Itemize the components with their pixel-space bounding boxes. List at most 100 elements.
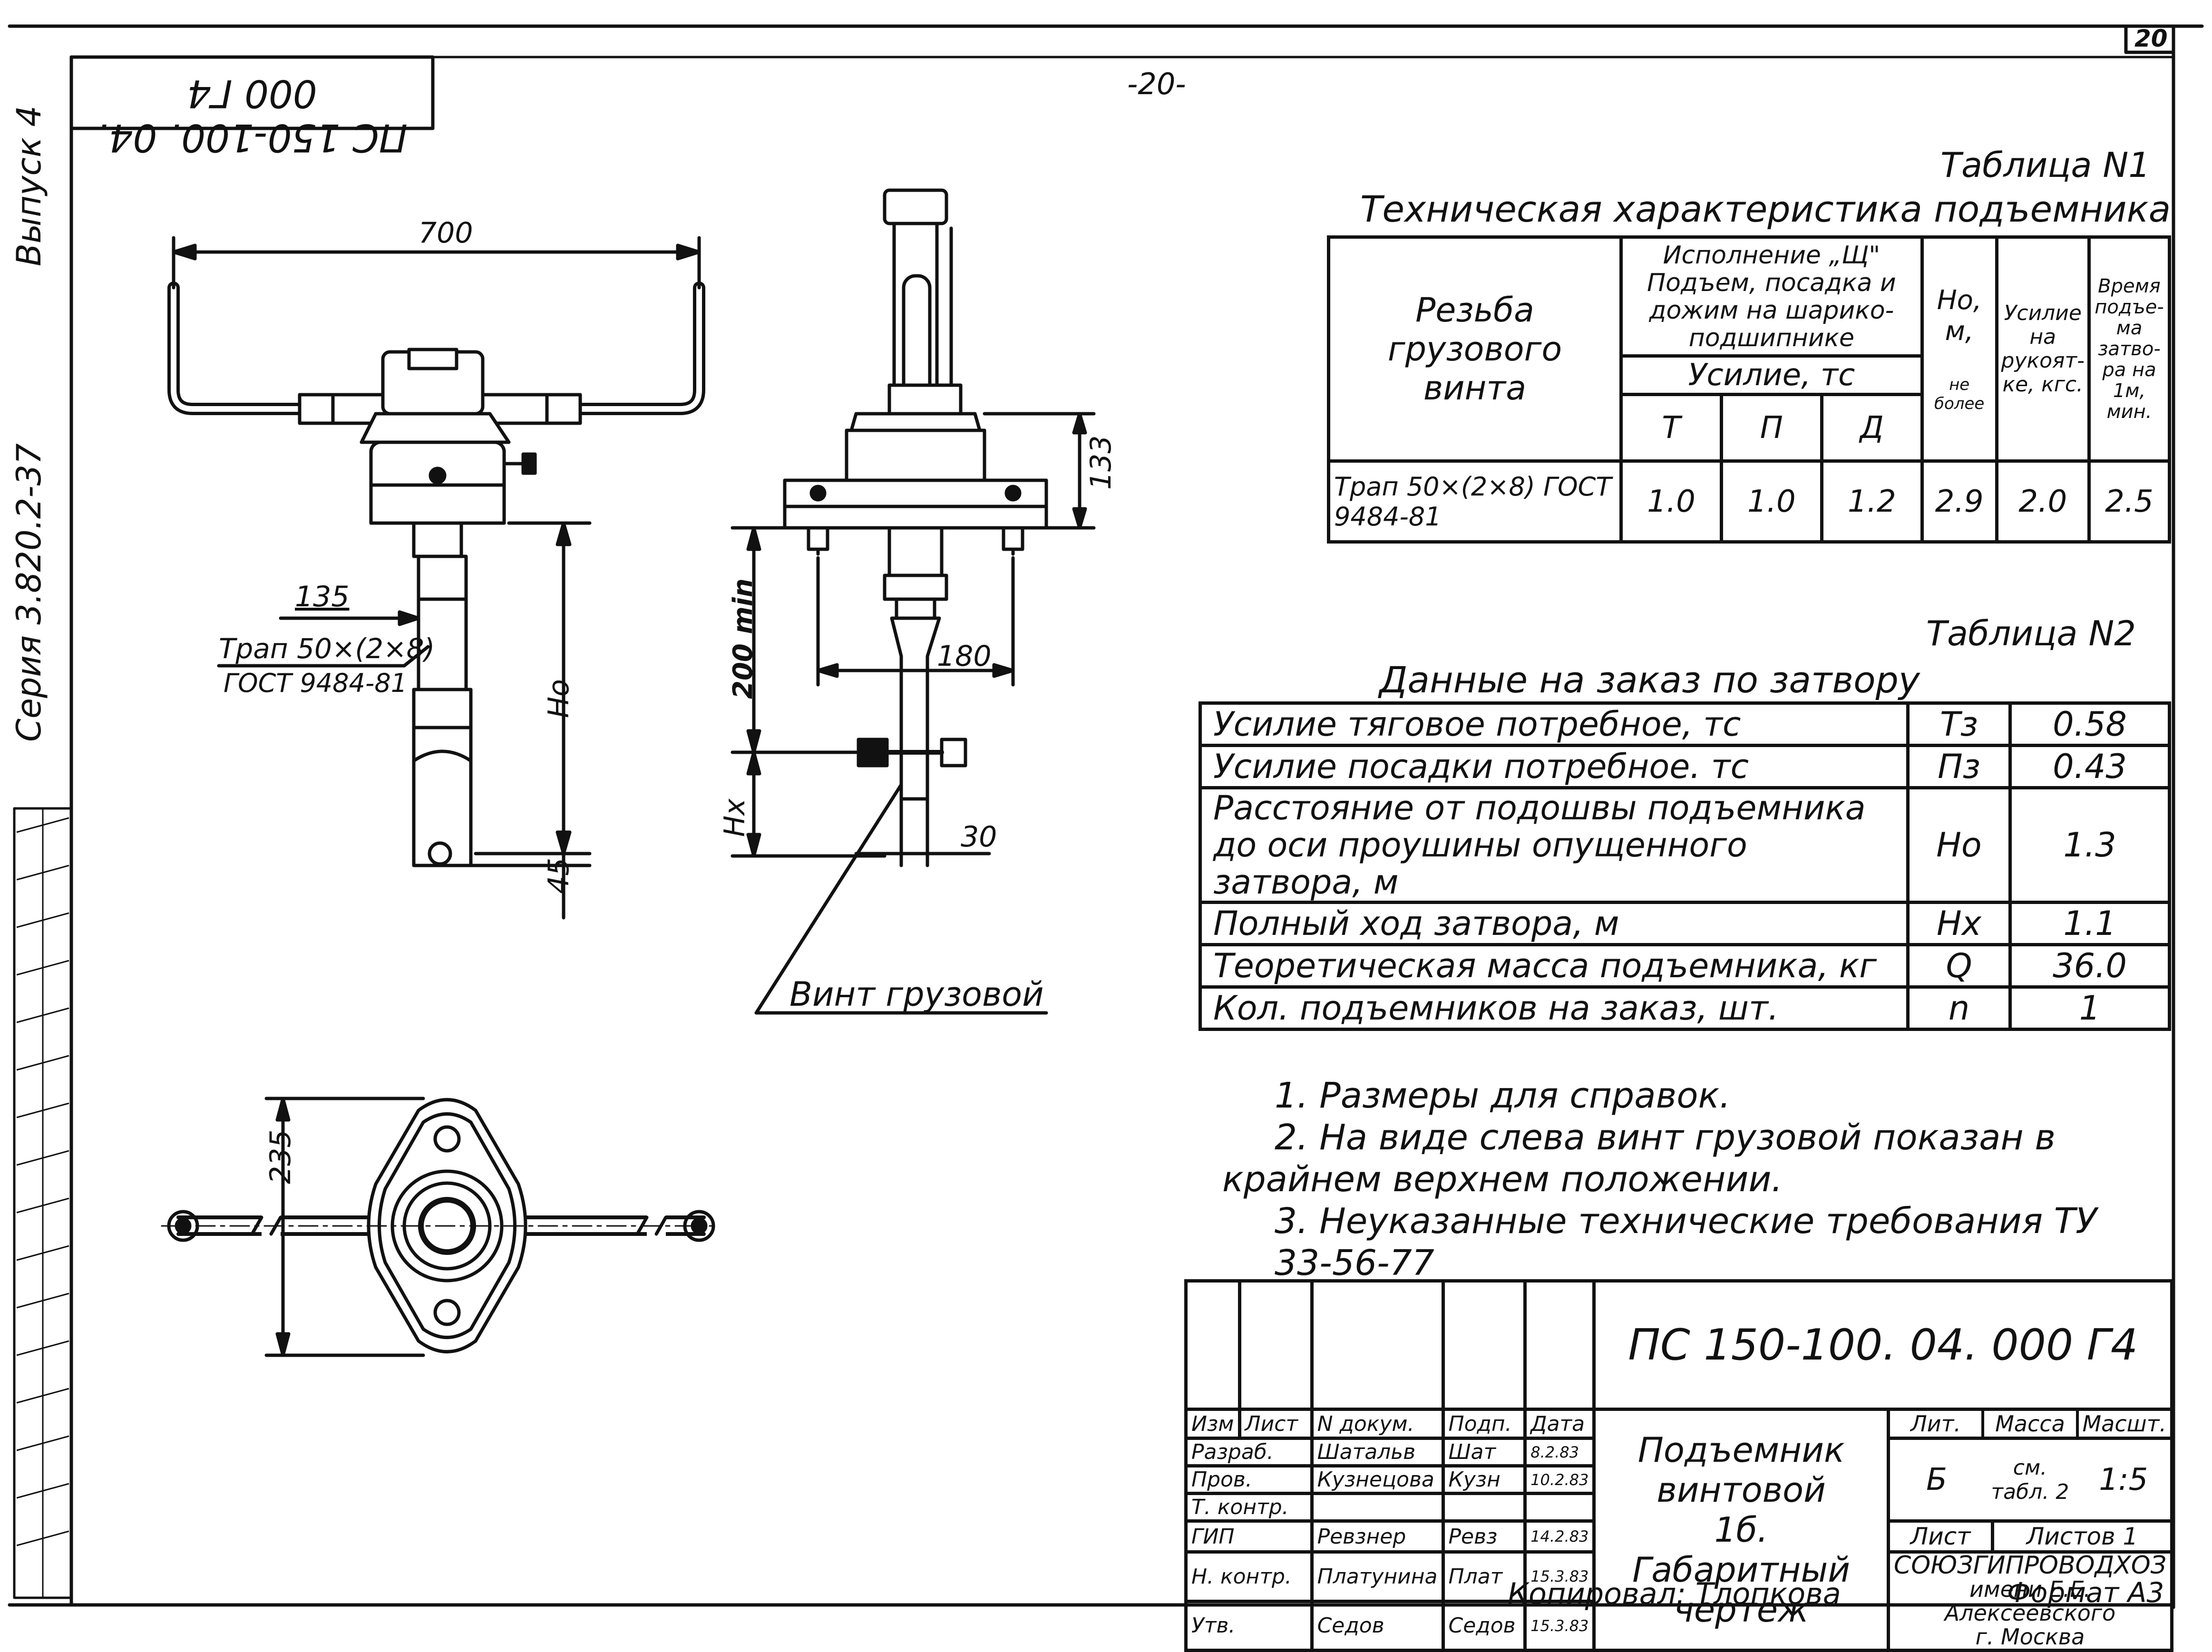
stamp-date: 8.2.83 [1523, 1437, 1596, 1467]
stamp-person: Седов [1310, 1599, 1445, 1652]
stamp-scale-label: Масшт. [2082, 1411, 2167, 1437]
stamp-h-list: Лист [1238, 1408, 1314, 1440]
stamp-role: Разраб. [1184, 1437, 1314, 1467]
t1-head-Ho: Но, м, не более [1920, 235, 1998, 463]
stamp-blank [1441, 1279, 1527, 1411]
stamp-scale-value: 1:5 [2099, 1462, 2148, 1497]
copied-by: Копировал: Тлопкова [1508, 1576, 1841, 1611]
drawing-sheet [8, 24, 2204, 1609]
stamp-role: Т. контр. [1184, 1492, 1314, 1523]
stamp-lit-mass-scale: Лит. Масса Масшт. [1886, 1408, 2174, 1440]
notes: 1. Размеры для справок. 2. На виде слева… [1222, 1075, 2126, 1284]
t2-row-val: 36.0 [2008, 943, 2171, 989]
table2-caption: Таблица N2 [1926, 613, 2136, 653]
stamp-org-1: СОЮЗГИПРОВОДХОЗ [1893, 1551, 2166, 1580]
stamp-sign: Кузн [1441, 1464, 1527, 1495]
stamp-date: 14.2.83 [1523, 1519, 1596, 1554]
t1-thread: Трап 50×(2×8) ГОСТ 9484-81 [1327, 459, 1623, 544]
t1-D: 1.2 [1820, 459, 1924, 544]
dim-Hx: Нх [718, 798, 751, 837]
title-block: ПС 150-100. 04. 000 Г4 Изм Лист N докум.… [1184, 1279, 2174, 1652]
dim-235: 235 [264, 1129, 297, 1184]
stamp-date [1523, 1492, 1596, 1523]
t2-row-label: Усилие тяговое потребное, тс [1199, 701, 1910, 747]
stamp-h-izm: Изм [1184, 1408, 1241, 1440]
stamp-blank [1310, 1279, 1445, 1411]
stamp-name-2: 1б. [1714, 1510, 1768, 1550]
dim-30: 30 [961, 820, 997, 854]
stamp-h-date: Дата [1523, 1408, 1596, 1440]
t2-row-val: 1.3 [2008, 786, 2171, 904]
table2-title: Данные на заказ по затвору [1379, 659, 1920, 701]
dim-45: 45 [542, 857, 575, 894]
t2-row-sym: Пз [1906, 744, 2012, 789]
stamp-name: Подъемник винтовой 1б. Габаритный чертеж [1592, 1408, 1890, 1652]
t1-head-usilie: Усилие, тс [1619, 354, 1924, 396]
stamp-name-3: Габаритный чертеж [1632, 1550, 1851, 1630]
stamp-h-sign: Подп. [1441, 1408, 1527, 1440]
note-2: 2. На виде слева винт грузовой показан в… [1222, 1117, 2056, 1200]
table1: Резьба грузового винта Исполнение „Щ" По… [1327, 235, 2171, 544]
seria-label: Серия 3.820.2-37 [10, 443, 49, 742]
t2-row-label: Усилие посадки потребное. тс [1199, 744, 1910, 789]
t2-row-label: Теоретическая масса подъемника, кг [1199, 943, 1910, 989]
dim-133: 133 [1084, 435, 1118, 490]
t2-row-sym: n [1906, 985, 2012, 1031]
t1-ruk: 2.0 [1995, 459, 2091, 544]
t2-row-val: 1.1 [2008, 901, 2171, 946]
t1-Ho: 2.9 [1920, 459, 1998, 544]
stamp-blank [1523, 1279, 1596, 1411]
stamp-sheet-label: Лист [1886, 1519, 1995, 1554]
stamp-blank [1184, 1279, 1241, 1411]
note-1: 1. Размеры для справок. [1275, 1075, 1731, 1116]
stamp-person [1310, 1492, 1445, 1523]
dim-700: 700 [419, 216, 473, 250]
stamp-sign: Ревз [1441, 1519, 1527, 1554]
stamp-person: Кузнецова [1310, 1464, 1445, 1495]
stamp-sign [1441, 1492, 1527, 1523]
format-label: Формат А3 [2007, 1576, 2164, 1609]
stamp-lit-label: Лит. [1890, 1411, 1985, 1437]
stamp-role: Пров. [1184, 1464, 1314, 1495]
stamp-date: 10.2.83 [1523, 1464, 1596, 1495]
rotated-code: ПС 150-100. 04. 000 Г4 [97, 71, 408, 160]
leader-label: Винт грузовой [789, 975, 1044, 1014]
stamp-mass-label: Масса [1984, 1411, 2079, 1437]
t2-row-sym: Но [1906, 786, 2012, 904]
t1-head-T: Т [1619, 393, 1723, 463]
stamp-person: Ревзнер [1310, 1519, 1445, 1554]
note-3: 3. Неуказанные технические требования ТУ… [1275, 1201, 2097, 1283]
t1-head-ispoln: Исполнение „Щ" Подъем, посадка и дожим н… [1619, 235, 1924, 358]
stamp-mass-value: см. табл. 2 [1991, 1455, 2069, 1504]
t1-head-Ho-note: не более [1934, 375, 1985, 413]
table1-caption: Таблица N1 [1940, 145, 2150, 185]
t1-head-Ho-text: Но, м, [1937, 285, 1982, 347]
t2-row-sym: Нх [1906, 901, 2012, 946]
stamp-name-1: Подъемник винтовой [1637, 1430, 1845, 1510]
stamp-person: Платунина [1310, 1550, 1445, 1603]
stamp-date: 15.3.83 [1523, 1550, 1596, 1603]
table2: Усилие тяговое потребное, тс Тз 0.58 Уси… [1199, 701, 2171, 1031]
t2-row-label: Полный ход затвора, м [1199, 901, 1910, 946]
corner-number: 20 [2134, 25, 2168, 52]
stamp-role: Утв. [1184, 1599, 1314, 1652]
thread-label-2: ГОСТ 9484-81 [224, 668, 408, 698]
stamp-role: Н. контр. [1184, 1550, 1314, 1603]
dim-200-min: 200 min [728, 578, 759, 699]
t1-head-P: П [1719, 393, 1823, 463]
stamp-h-doc: N докум. [1310, 1408, 1445, 1440]
t1-time: 2.5 [2087, 459, 2171, 544]
stamp-blank [1238, 1279, 1314, 1411]
t1-T: 1.0 [1619, 459, 1723, 544]
stamp-code: ПС 150-100. 04. 000 Г4 [1592, 1279, 2173, 1411]
t2-row-sym: Q [1906, 943, 2012, 989]
t2-row-sym: Тз [1906, 701, 2012, 747]
stamp-sign: Плат [1441, 1550, 1527, 1603]
stamp-sheets-label: Листов 1 [1991, 1519, 2173, 1554]
t2-row-val: 0.58 [2008, 701, 2171, 747]
stamp-person: Шатальв [1310, 1437, 1445, 1467]
stamp-role: ГИП [1184, 1519, 1314, 1554]
stamp-lit-values: Б см. табл. 2 1:5 [1886, 1437, 2174, 1523]
t2-row-label: Кол. подъемников на заказ, шт. [1199, 985, 1910, 1031]
stamp-org-3: г. Москва [1975, 1624, 2085, 1650]
